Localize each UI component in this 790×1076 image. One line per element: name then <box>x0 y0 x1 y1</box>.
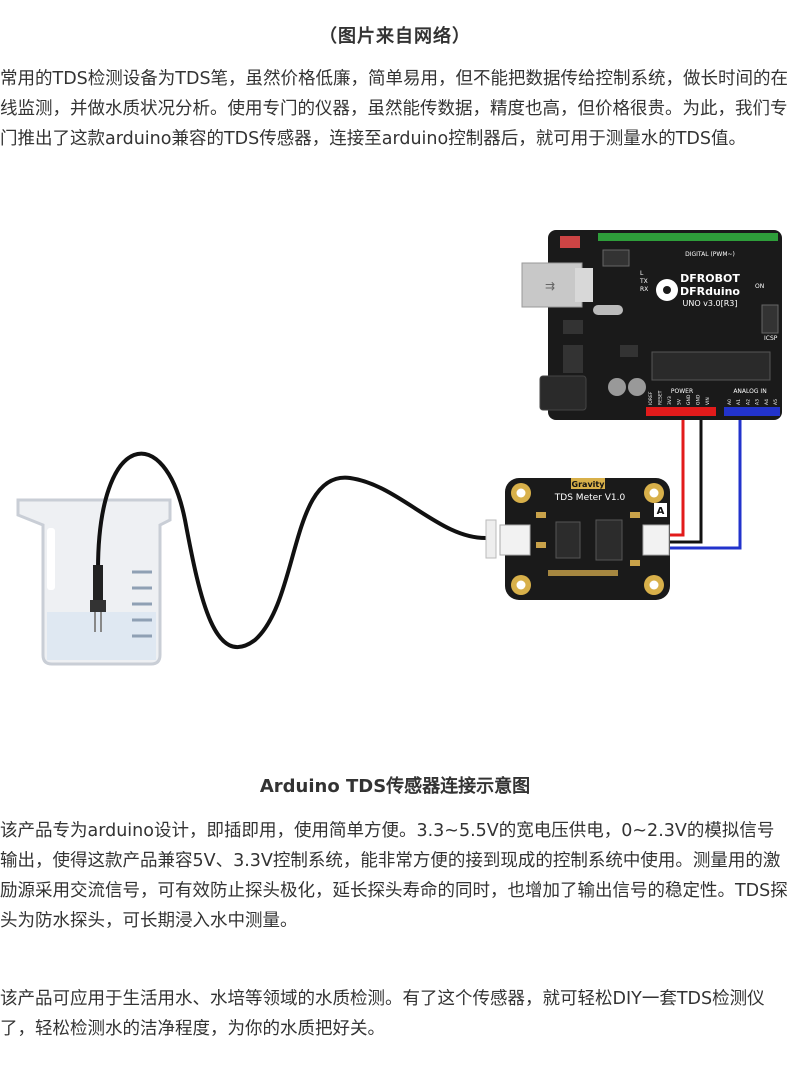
digital-header-label: DIGITAL (PWM~) <box>685 251 735 258</box>
module-name-label: TDS Meter V1.0 <box>554 493 626 503</box>
power-pin-label-5: GND <box>696 394 702 405</box>
connection-diagram: Gravity TDS Meter V1.0 A ⇉ DIGITAL (PWM~… <box>0 200 790 760</box>
board-model-label: DFRduino <box>680 285 740 298</box>
arduino-board: ⇉ DIGITAL (PWM~) DFROBOT DFRduino UNO v3… <box>521 230 782 420</box>
analog-header-label: ANALOG IN <box>733 388 766 395</box>
body-paragraph-1: 该产品专为arduino设计，即插即用，使用简单方便。3.3~5.5V的宽电压供… <box>0 821 788 931</box>
board-version-label: UNO v3.0[R3] <box>682 299 737 308</box>
tds-meter-module: Gravity TDS Meter V1.0 A <box>485 478 670 600</box>
power-pin-label-4: GND <box>686 394 692 405</box>
analog-pin-label-4: A4 <box>764 399 770 405</box>
module-brand-label: Gravity <box>572 480 606 489</box>
body-paragraph-2: 该产品可应用于生活用水、水培等领域的水质检测。有了这个传感器，就可轻松DIY一套… <box>0 989 765 1039</box>
intro-paragraph: 常用的TDS检测设备为TDS笔，虽然价格低廉，简单易用，但不能把数据传给控制系统… <box>0 69 789 149</box>
gear-logo-icon <box>656 279 678 301</box>
image-source-caption: （图片来自网络） <box>319 26 471 47</box>
power-pin-label-2: 3V3 <box>667 396 673 405</box>
tds-probe <box>90 565 106 632</box>
analog-pin-label-1: A1 <box>736 399 742 405</box>
led-label-tx: TX <box>639 278 648 285</box>
power-pin-label-3: 5V <box>677 398 683 405</box>
icsp-label: ICSP <box>764 335 778 342</box>
jumper-wires <box>670 413 742 550</box>
power-pin-label-1: RESET <box>658 390 664 405</box>
power-pin-label-6: VIN <box>705 397 711 405</box>
analog-pin-label-2: A2 <box>745 399 751 405</box>
board-brand-label: DFROBOT <box>680 272 740 285</box>
power-pin-label-0: IOREF <box>648 391 654 405</box>
analog-pin-label-3: A3 <box>755 399 761 405</box>
analog-pin-label-5: A5 <box>773 399 779 405</box>
led-label-rx: RX <box>640 286 648 293</box>
led-label-l: L <box>640 270 644 277</box>
power-header-label: POWER <box>671 388 693 395</box>
module-port-label: A <box>657 506 665 517</box>
analog-pin-label-0: A0 <box>727 399 733 405</box>
figure-caption: Arduino TDS传感器连接示意图 <box>259 776 531 797</box>
probe-cable <box>96 451 489 649</box>
on-label: ON <box>755 283 764 290</box>
usb-icon: ⇉ <box>545 279 555 293</box>
